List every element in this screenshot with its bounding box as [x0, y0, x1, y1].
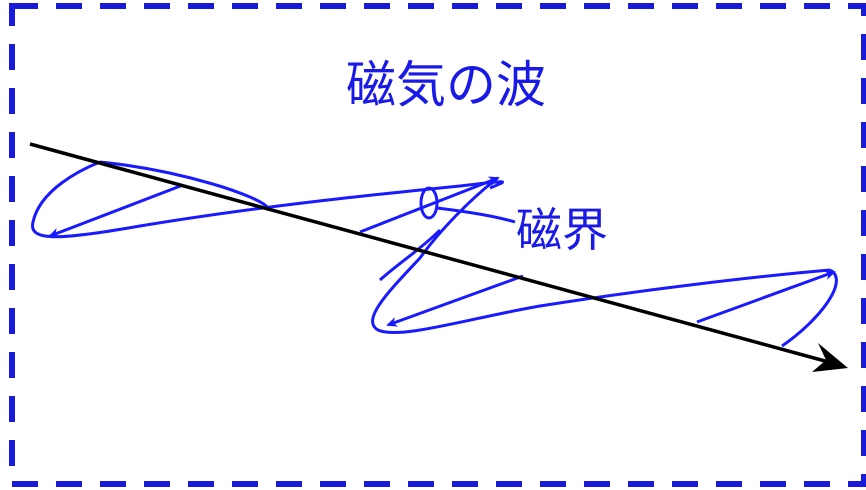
helix-loop-2 [371, 178, 831, 334]
field-vector [386, 274, 524, 327]
field-vectors [48, 176, 836, 327]
arrow-right-icon [812, 343, 848, 372]
helix-loop-1 [31, 160, 504, 239]
field-label: 磁界 [516, 203, 608, 257]
field-vector [696, 270, 836, 324]
diagram-title: 磁気の波 [346, 56, 546, 114]
field-marker-ellipse [419, 186, 439, 220]
field-vector [359, 176, 500, 234]
helix-loop-2-back [378, 228, 442, 282]
helix-loop-1-back [99, 160, 270, 210]
field-leader-line [436, 206, 516, 224]
dashed-frame [9, 3, 866, 487]
propagation-axis [29, 142, 837, 366]
field-vector [48, 183, 184, 238]
